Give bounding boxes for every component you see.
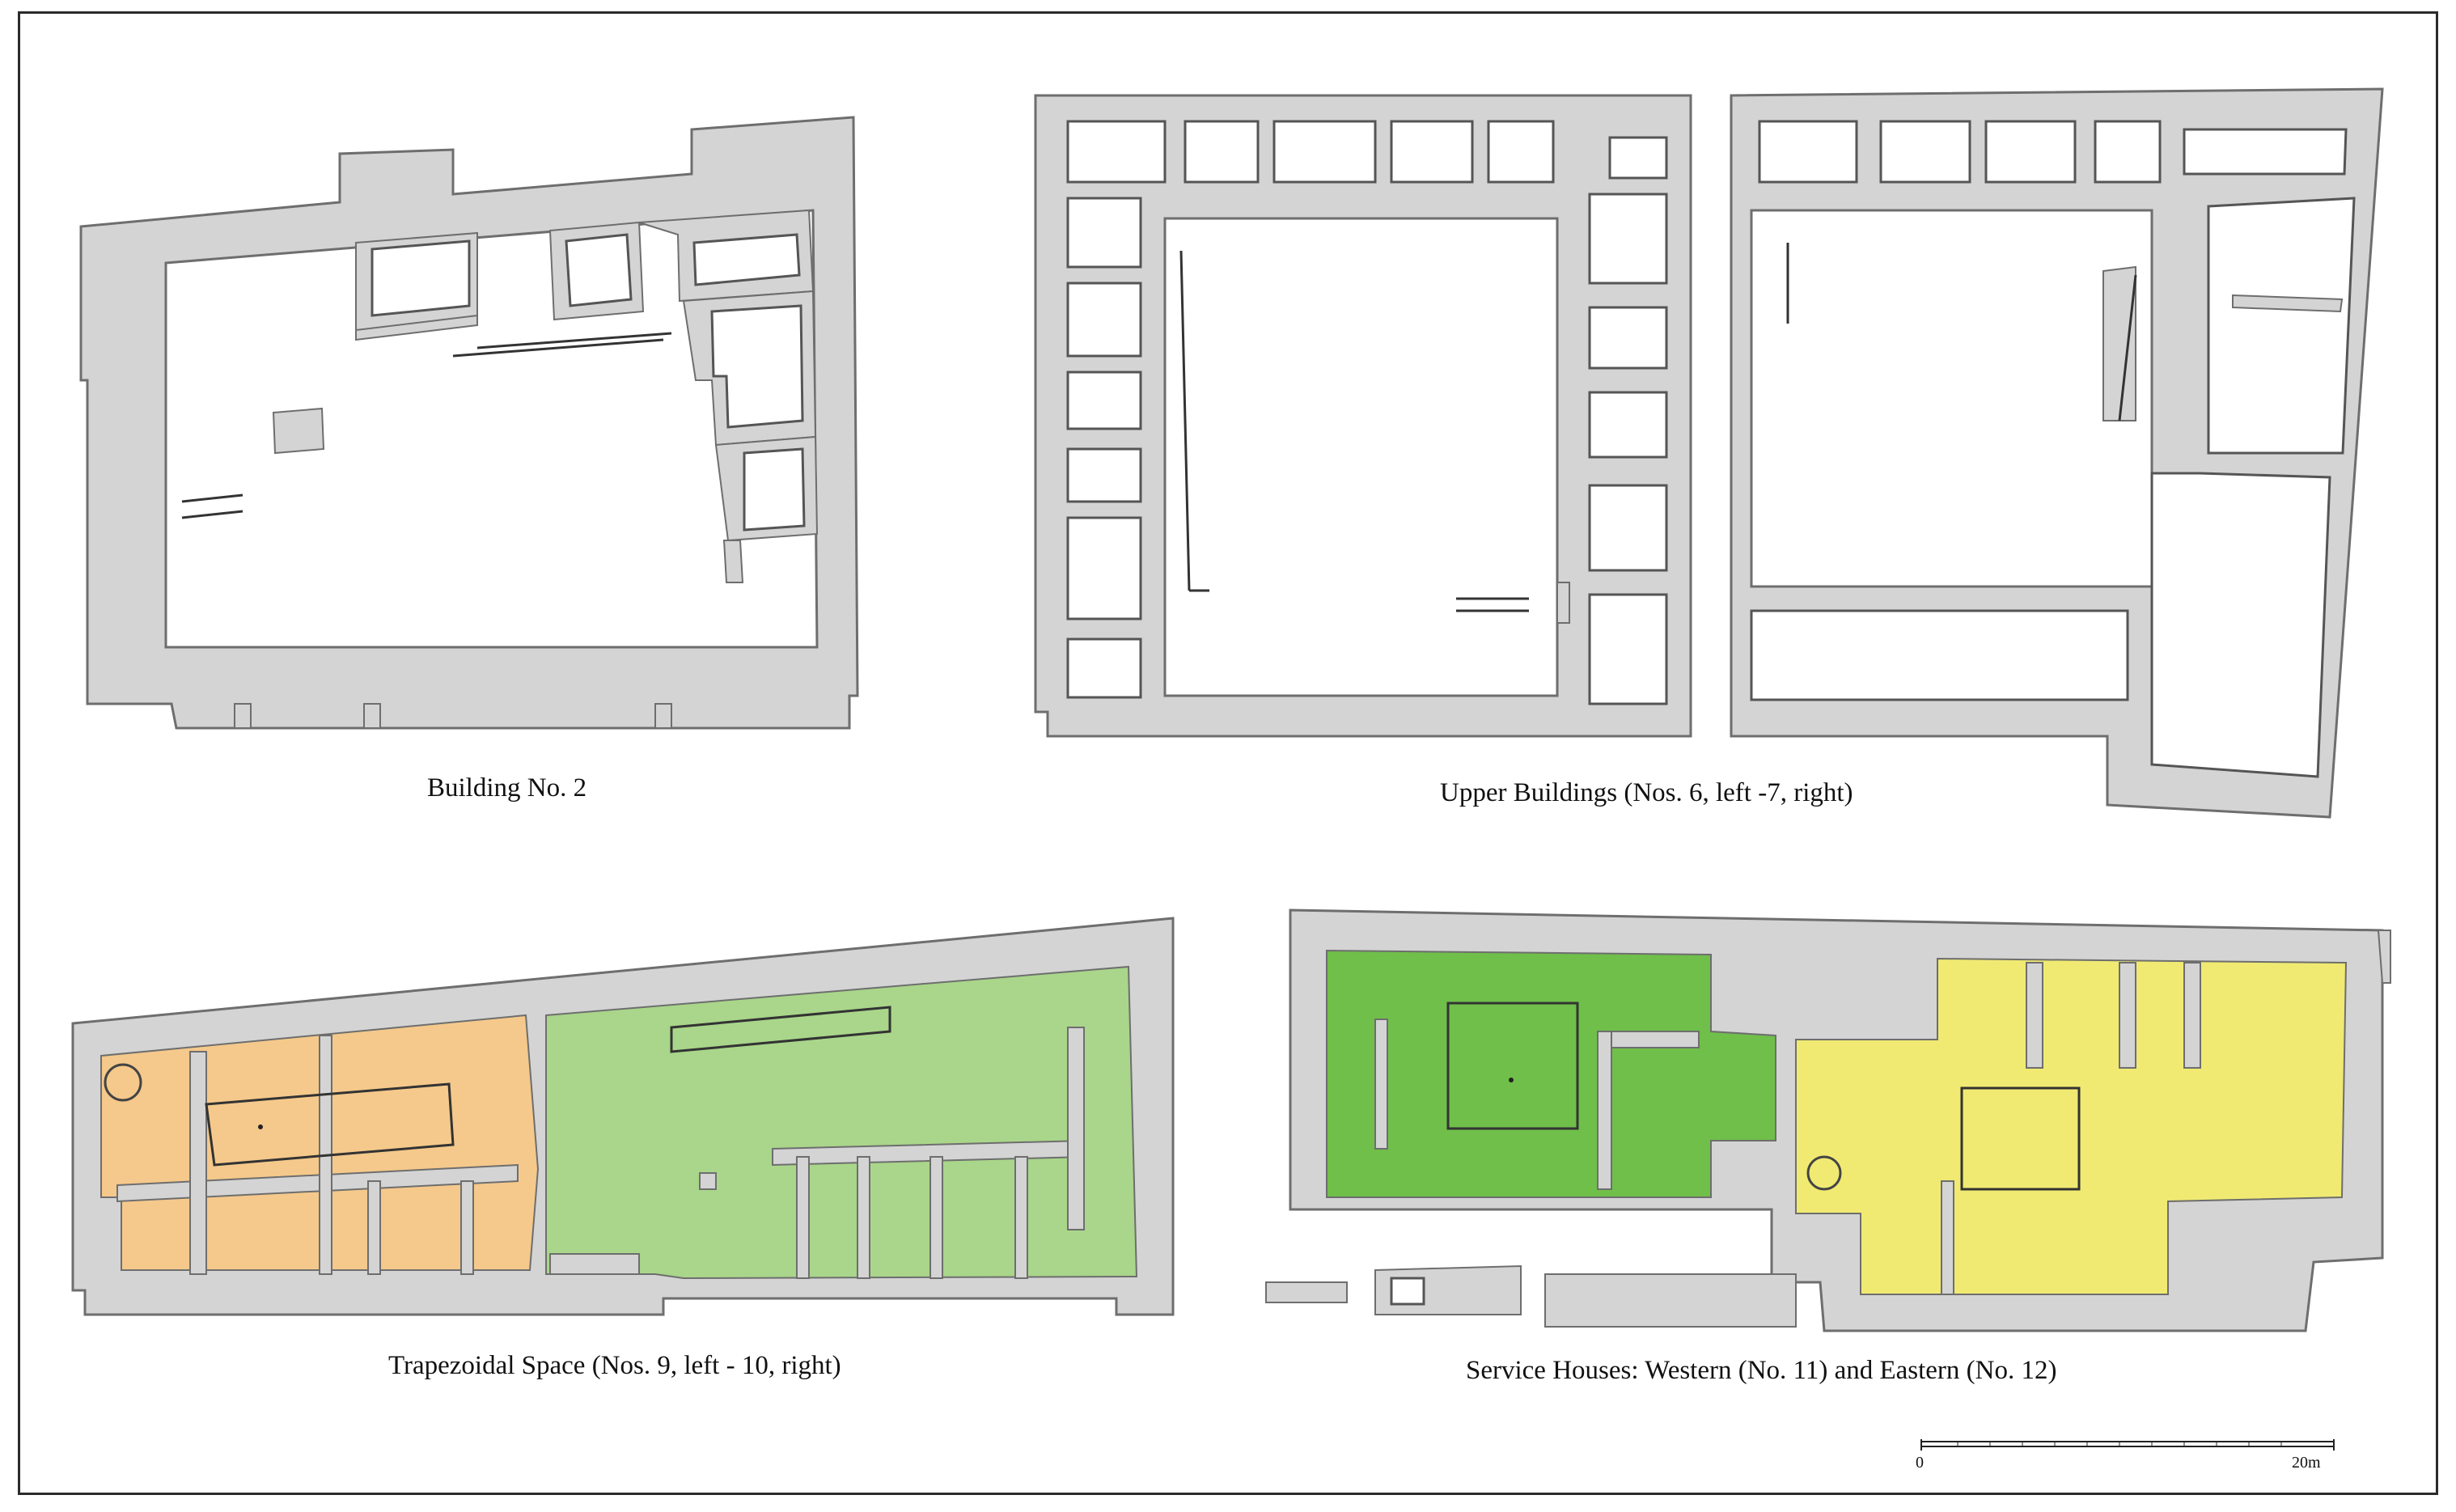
figure-frame xyxy=(18,11,2438,1495)
trapezoidal-space-plan xyxy=(71,917,1175,1316)
caption-service-houses: Service Houses: Western (No. 11) and Eas… xyxy=(1466,1356,2057,1385)
caption-upper-buildings: Upper Buildings (Nos. 6, left -7, right) xyxy=(1440,778,1853,807)
caption-trapezoidal-space: Trapezoidal Space (Nos. 9, left - 10, ri… xyxy=(388,1351,841,1380)
service-houses-plan xyxy=(1265,908,2391,1332)
upper-buildings-plan xyxy=(1034,87,2384,819)
scale-end-label: 20m xyxy=(2292,1454,2321,1472)
scale-bar xyxy=(1920,1439,2335,1451)
caption-building-2: Building No. 2 xyxy=(427,773,587,803)
scale-start-label: 0 xyxy=(1916,1454,1924,1472)
building-2-plan xyxy=(79,116,859,730)
